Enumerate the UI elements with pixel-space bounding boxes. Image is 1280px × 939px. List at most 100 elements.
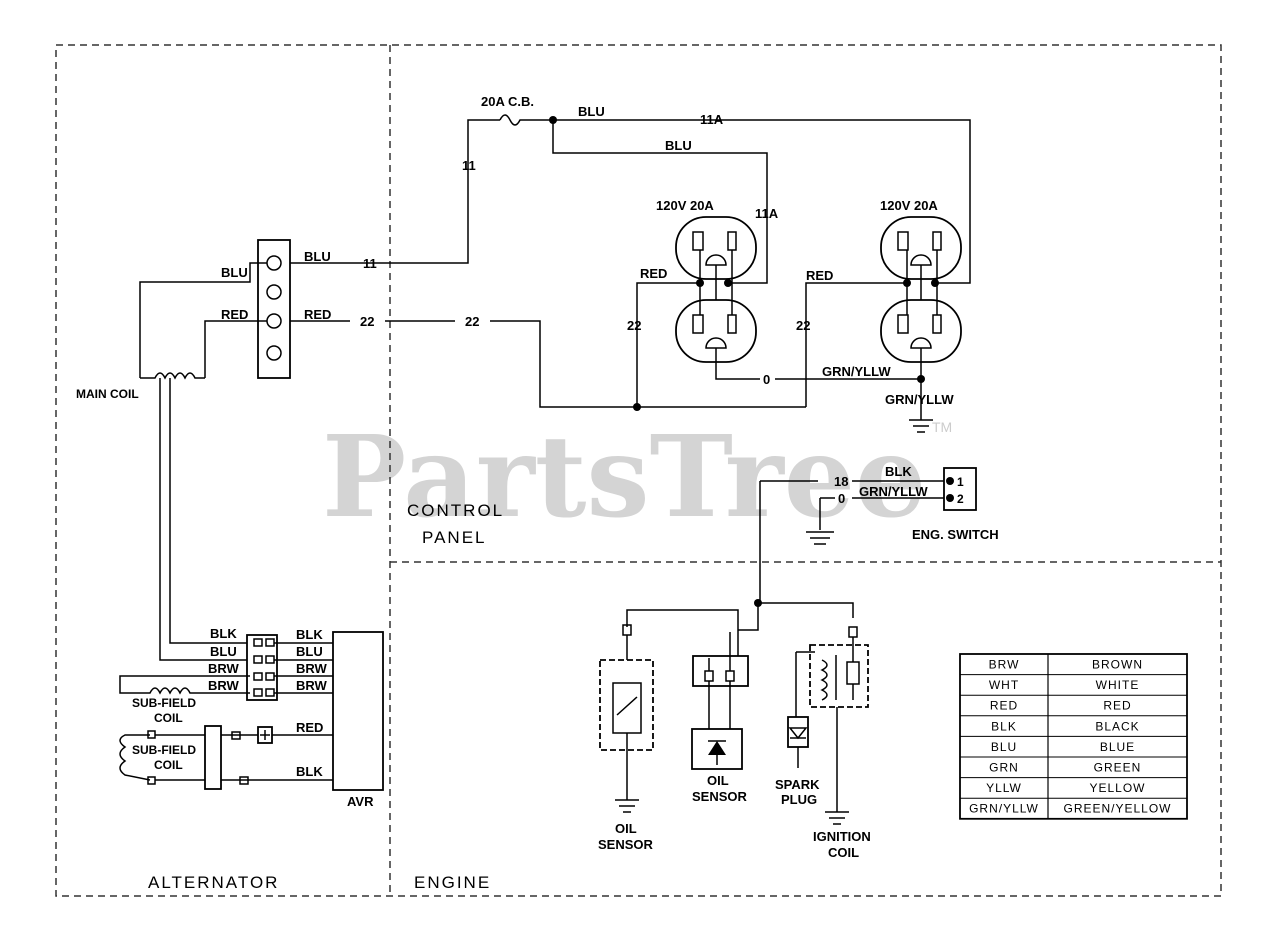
avr-input-leads: [274, 642, 333, 694]
ign-leads: [795, 651, 854, 717]
wire-22-rec2: [805, 282, 907, 407]
legend-code: BLU: [991, 740, 1017, 754]
label-avr-blu-r: BLU: [296, 644, 323, 659]
label-avr-red: RED: [296, 720, 323, 735]
label-grn-yllw-switch: GRN/YLLW: [859, 484, 928, 499]
legend-name: WHITE: [1096, 678, 1140, 692]
label-blu-mid: BLU: [665, 138, 692, 153]
label-blu-top: BLU: [578, 104, 605, 119]
outer-border: [55, 44, 1222, 897]
legend-name: BLACK: [1095, 719, 1139, 733]
label-term-blu-in: BLU: [221, 265, 248, 280]
slot-hot-4: [897, 314, 909, 334]
legend-name: GREEN: [1094, 761, 1142, 775]
wire-11a-mid: [552, 120, 768, 284]
label-avr-brw1-r: BRW: [296, 661, 328, 676]
pin-b: [253, 655, 263, 664]
label-oil-sensor-center-b: SENSOR: [692, 789, 748, 804]
label-term-red-in: RED: [221, 307, 248, 322]
slot-hot-2: [692, 314, 704, 334]
subfield-coil-1: [119, 675, 250, 695]
main-coil: [140, 372, 205, 380]
label-ign-b: COIL: [828, 845, 859, 860]
label-11a-top: 11A: [700, 112, 724, 127]
terminal-2: [266, 284, 282, 300]
label-11-vert: 11: [462, 158, 476, 173]
ign-plug: [848, 626, 858, 638]
section-control-panel-2: PANEL: [422, 528, 487, 547]
junction-rec1-hot: [696, 279, 704, 287]
slot-ground: [705, 254, 727, 266]
label-avr-brw2-r: BRW: [296, 678, 328, 693]
label-term-11: 11: [363, 256, 377, 271]
switch-pin1: [946, 477, 954, 485]
wire-22: [289, 320, 806, 408]
legend-code: GRN: [989, 761, 1019, 775]
ground-symbol-panel: [909, 419, 933, 433]
label-main-coil: MAIN COIL: [76, 387, 139, 401]
label-avr-blk-low: BLK: [296, 764, 323, 779]
legend-name: YELLOW: [1089, 781, 1145, 795]
slot-hot: [692, 231, 704, 251]
slot-ground-3: [910, 254, 932, 266]
label-spark-a: SPARK: [775, 777, 820, 792]
section-alternator: ALTERNATOR: [148, 873, 279, 892]
label-subfield2-a: SUB-FIELD: [132, 743, 196, 757]
control-panel-wiring: [289, 114, 977, 545]
junction-rec1-neutral: [724, 279, 732, 287]
label-spark-b: PLUG: [781, 792, 817, 807]
lead-blu-avr: [159, 378, 250, 661]
engine-bus: [626, 602, 854, 658]
label-oil-sensor-left-a: OIL: [615, 821, 637, 836]
receptacle-right: [880, 216, 962, 379]
label-grn-yllw-h: GRN/YLLW: [822, 364, 891, 379]
ground-symbol-switch: [806, 531, 834, 545]
switch-pin2: [946, 494, 954, 502]
label-22-dash: 22: [465, 314, 479, 329]
junction-22a: [633, 403, 641, 411]
section-borders: [55, 44, 1222, 897]
spark-plug-diode: [788, 727, 808, 740]
label-grn-yllw-v: GRN/YLLW: [885, 392, 954, 407]
lead-blk-avr: [169, 378, 250, 644]
spark-plug-body: [787, 716, 809, 748]
label-red-rec2: RED: [806, 268, 833, 283]
label-avr-blu-l: BLU: [210, 644, 237, 659]
pin-d: [253, 688, 263, 697]
ign-primary: [820, 637, 854, 701]
label-avr-blk-r: BLK: [296, 627, 323, 642]
sf2-leads: [155, 734, 205, 781]
legend-code: RED: [990, 699, 1018, 713]
avr-box: [332, 631, 384, 791]
osc-diode: [708, 741, 726, 755]
label-avr-brw2-l: BRW: [208, 678, 240, 693]
main-coil-blu: [139, 262, 267, 378]
terminal-4: [266, 345, 282, 361]
legend-code: BLK: [991, 719, 1017, 733]
junction-rec2-neutral: [931, 279, 939, 287]
osc-leads: [708, 632, 731, 729]
legend-name: RED: [1103, 699, 1131, 713]
watermark: PartsTree: [322, 412, 926, 543]
wire-11: [289, 119, 500, 264]
rec1-ground: [715, 265, 760, 380]
engine-wiring: [599, 481, 869, 825]
pin-a: [253, 638, 263, 647]
label-subfield2-b: COIL: [154, 758, 183, 772]
section-control-panel-1: CONTROL: [407, 501, 504, 520]
label-term-red-out: RED: [304, 307, 331, 322]
label-avr: AVR: [347, 794, 374, 809]
watermark-tm: TM: [932, 419, 952, 435]
label-eng-switch: ENG. SWITCH: [912, 527, 999, 542]
oil-sensor-center-connector: [692, 655, 749, 687]
label-0-switch: 0: [838, 491, 845, 506]
label-rec2-rating: 120V 20A: [880, 198, 938, 213]
subfield-coil-2: [119, 734, 151, 781]
wire-22-rec1: [636, 282, 700, 407]
label-oil-sensor-left-b: SENSOR: [598, 837, 654, 852]
label-18: 18: [834, 474, 848, 489]
sf2-mid-pin2: [239, 776, 249, 785]
label-pin2: 2: [957, 492, 964, 506]
